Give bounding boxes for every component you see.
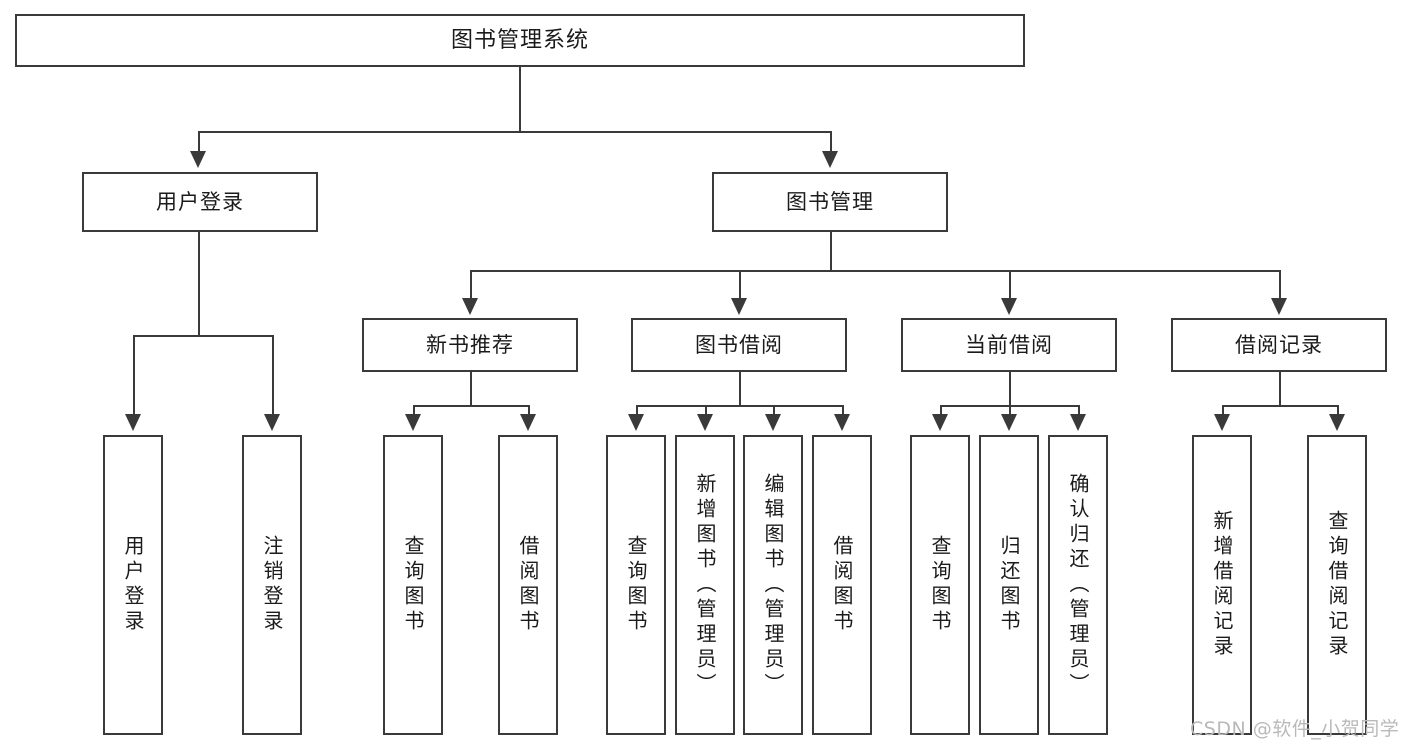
leaf-query-book-current[interactable]: 查询图书 bbox=[910, 435, 970, 735]
leaf-confirm-return-admin[interactable]: 确认归还（管理员） bbox=[1048, 435, 1108, 735]
arrowhead-leaf-query-book-1-icon bbox=[405, 414, 421, 431]
arrowhead-leaf-borrow-book-1-icon bbox=[520, 414, 536, 431]
leaf-add-book-admin[interactable]: 新增图书（管理员） bbox=[675, 435, 735, 735]
edge-current-borrow-drop-2 bbox=[1009, 405, 1011, 418]
node-root-book-management-system[interactable]: 图书管理系统 bbox=[15, 14, 1025, 67]
edge-borrow-record-stem bbox=[1279, 372, 1281, 405]
node-book-borrow[interactable]: 图书借阅 bbox=[631, 318, 847, 372]
edge-root-to-user-login bbox=[198, 131, 200, 155]
arrowhead-leaf-confirm-return-icon bbox=[1070, 414, 1086, 431]
arrowhead-leaf-query-book-2-icon bbox=[628, 414, 644, 431]
edge-user-login-stem bbox=[198, 232, 200, 335]
edge-book-borrow-drop-2 bbox=[705, 405, 707, 418]
edge-book-borrow-drop-1 bbox=[636, 405, 638, 418]
leaf-borrow-book-new-rec[interactable]: 借阅图书 bbox=[498, 435, 558, 735]
node-borrow-record[interactable]: 借阅记录 bbox=[1171, 318, 1387, 372]
edge-borrow-record-drop-2 bbox=[1337, 405, 1339, 418]
arrowhead-new-book-rec-icon bbox=[462, 298, 478, 315]
edge-user-login-drop-2 bbox=[272, 335, 274, 418]
arrowhead-leaf-logout-icon bbox=[264, 414, 280, 431]
edge-current-borrow-stem bbox=[1009, 372, 1011, 405]
arrowhead-leaf-borrow-book-2-icon bbox=[834, 414, 850, 431]
leaf-add-borrow-record[interactable]: 新增借阅记录 bbox=[1192, 435, 1252, 735]
edge-root-to-book-manage bbox=[830, 131, 832, 155]
edge-new-book-rec-drop-2 bbox=[528, 405, 530, 418]
node-current-borrow[interactable]: 当前借阅 bbox=[901, 318, 1117, 372]
arrowhead-leaf-return-book-icon bbox=[1001, 414, 1017, 431]
edge-book-manage-drop-2 bbox=[739, 270, 741, 302]
node-user-login[interactable]: 用户登录 bbox=[82, 172, 318, 232]
edge-borrow-record-bus bbox=[1222, 405, 1337, 407]
leaf-query-borrow-record[interactable]: 查询借阅记录 bbox=[1307, 435, 1367, 735]
edge-book-borrow-drop-4 bbox=[842, 405, 844, 418]
arrowhead-book-borrow-icon bbox=[731, 298, 747, 315]
edge-user-login-drop-1 bbox=[133, 335, 135, 418]
edge-new-book-rec-stem bbox=[470, 372, 472, 405]
edge-borrow-record-drop-1 bbox=[1222, 405, 1224, 418]
arrowhead-user-login-icon bbox=[190, 151, 206, 168]
arrowhead-current-borrow-icon bbox=[1001, 298, 1017, 315]
node-book-management[interactable]: 图书管理 bbox=[712, 172, 948, 232]
arrowhead-leaf-query-record-icon bbox=[1329, 414, 1345, 431]
edge-book-borrow-bus bbox=[636, 405, 842, 407]
edge-book-manage-bus bbox=[470, 270, 1280, 272]
edge-user-login-bus bbox=[133, 335, 272, 337]
leaf-query-book-borrow[interactable]: 查询图书 bbox=[606, 435, 666, 735]
edge-book-manage-drop-4 bbox=[1279, 270, 1281, 302]
edge-new-book-rec-bus bbox=[413, 405, 528, 407]
leaf-user-login[interactable]: 用户登录 bbox=[103, 435, 163, 735]
edge-book-borrow-drop-3 bbox=[773, 405, 775, 418]
arrowhead-leaf-add-record-icon bbox=[1214, 414, 1230, 431]
edge-current-borrow-drop-3 bbox=[1078, 405, 1080, 418]
arrowhead-leaf-add-book-icon bbox=[697, 414, 713, 431]
leaf-logout-login[interactable]: 注销登录 bbox=[242, 435, 302, 735]
arrowhead-book-manage-icon bbox=[822, 151, 838, 168]
edge-book-borrow-stem bbox=[739, 372, 741, 405]
arrowhead-borrow-record-icon bbox=[1271, 298, 1287, 315]
edge-book-manage-stem bbox=[830, 232, 832, 270]
arrowhead-leaf-edit-book-icon bbox=[765, 414, 781, 431]
edge-book-manage-drop-1 bbox=[470, 270, 472, 302]
edge-root-bus bbox=[198, 131, 831, 133]
edge-root-stem bbox=[519, 67, 521, 131]
leaf-borrow-book-borrow[interactable]: 借阅图书 bbox=[812, 435, 872, 735]
leaf-edit-book-admin[interactable]: 编辑图书（管理员） bbox=[743, 435, 803, 735]
arrowhead-leaf-query-book-3-icon bbox=[932, 414, 948, 431]
leaf-query-book-new-rec[interactable]: 查询图书 bbox=[383, 435, 443, 735]
leaf-return-book[interactable]: 归还图书 bbox=[979, 435, 1039, 735]
edge-new-book-rec-drop-1 bbox=[413, 405, 415, 418]
edge-current-borrow-drop-1 bbox=[940, 405, 942, 418]
arrowhead-leaf-user-login-icon bbox=[125, 414, 141, 431]
edge-book-manage-drop-3 bbox=[1009, 270, 1011, 302]
node-new-book-recommend[interactable]: 新书推荐 bbox=[362, 318, 578, 372]
